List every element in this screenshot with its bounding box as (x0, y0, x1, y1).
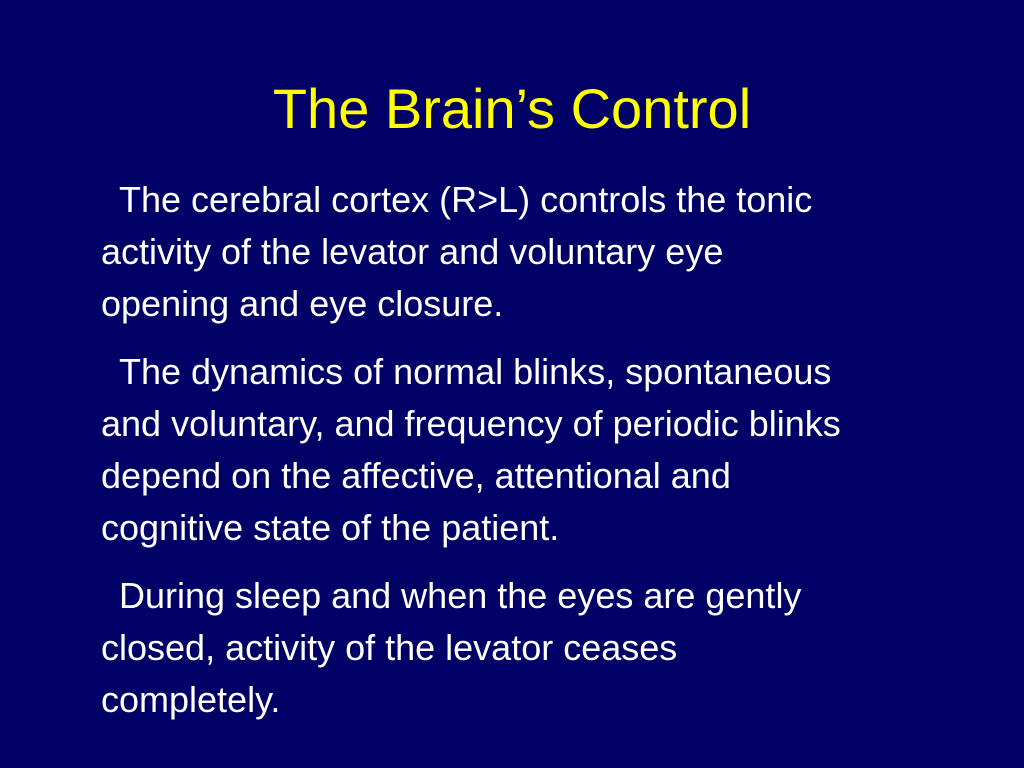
slide-title: The Brain’s Control (272, 77, 752, 140)
slide-body: The cerebral cortex (R>L) controls the t… (101, 174, 1001, 742)
paragraph-blink-dynamics: The dynamics of normal blinks, spontaneo… (101, 351, 841, 548)
paragraph-sleep-levator: During sleep and when the eyes are gentl… (101, 575, 802, 720)
paragraph-cerebral-cortex: The cerebral cortex (R>L) controls the t… (101, 179, 813, 324)
